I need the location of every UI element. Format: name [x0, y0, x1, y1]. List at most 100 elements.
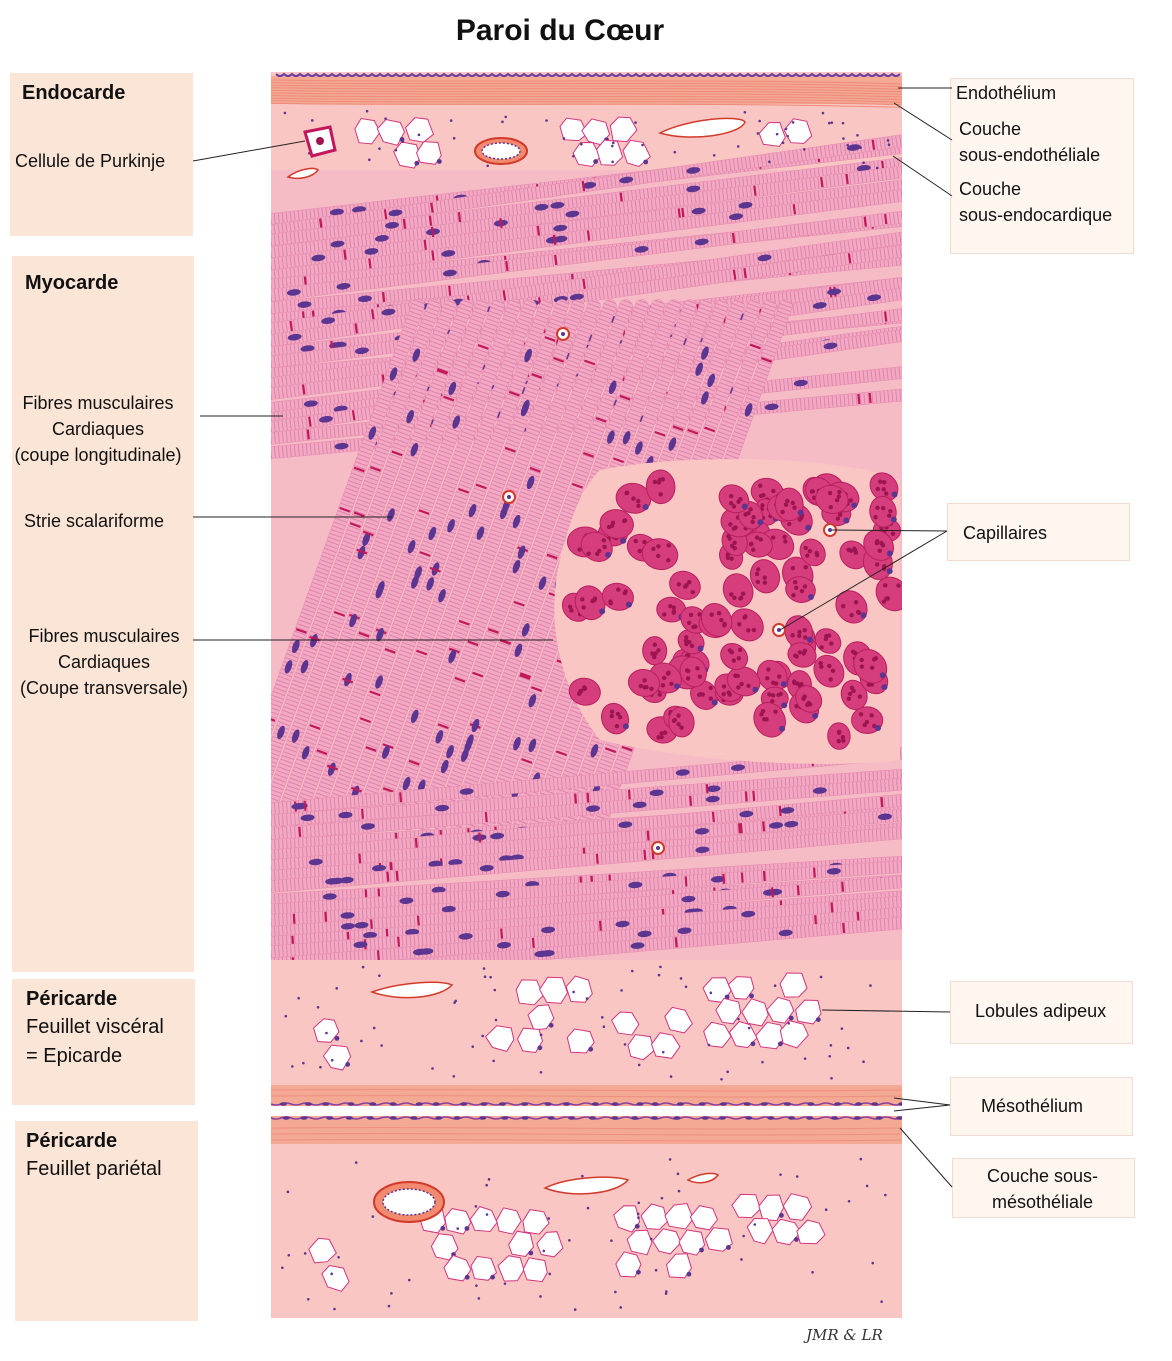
- mesothelial-nucleus: [875, 1116, 883, 1120]
- fiber-nucleus: [375, 585, 384, 599]
- stroma-dot: [758, 119, 761, 123]
- myofibril-dot: [799, 588, 805, 594]
- stroma-dot: [572, 990, 575, 994]
- stroma-dot: [871, 1261, 875, 1265]
- venule: [543, 1176, 630, 1195]
- fiber-nucleus: [784, 820, 799, 828]
- fiber-nucleus: [428, 860, 443, 868]
- collagen-streak: [271, 102, 902, 108]
- myofibril-dot: [794, 704, 799, 709]
- adipocyte: [566, 1028, 595, 1054]
- stroma-dot: [494, 1018, 498, 1022]
- fiber-nucleus: [730, 764, 745, 771]
- myofibril-dot: [727, 536, 732, 541]
- pericarde-parietal-panel: [15, 1121, 198, 1321]
- fiber-nucleus: [448, 649, 457, 664]
- cross-nucleus: [886, 568, 893, 575]
- myofibril-dot: [836, 738, 842, 744]
- stroma-dot: [821, 111, 825, 115]
- endocarde-panel: [10, 73, 193, 236]
- intercalated-disc: [423, 239, 427, 250]
- intercalated-disc: [354, 323, 358, 334]
- intercalated-disc: [339, 506, 351, 513]
- mesothelial-nucleus: [631, 1116, 639, 1120]
- intercalated-disc: [582, 451, 595, 458]
- adipocyte: [665, 1253, 693, 1279]
- myofibril-dot: [797, 517, 802, 522]
- intercalated-disc: [391, 450, 403, 457]
- myofibril-dot: [636, 503, 641, 508]
- cross-nucleus: [605, 551, 612, 558]
- myofibril-dot: [880, 505, 886, 511]
- fiber-nucleus: [426, 577, 435, 591]
- intercalated-disc: [369, 466, 381, 472]
- myofibril-dot: [691, 624, 696, 630]
- stroma-dot: [840, 1027, 844, 1030]
- intercalated-disc: [358, 853, 362, 864]
- fiber-nucleus: [329, 208, 344, 216]
- stroma-dot: [614, 1290, 617, 1294]
- fiber-nucleus: [303, 400, 318, 408]
- stroma-dot: [707, 1043, 711, 1047]
- fiber-nucleus: [649, 789, 664, 797]
- venule: [657, 117, 746, 138]
- fiber-nucleus: [521, 399, 530, 414]
- adipocyte: [782, 1193, 813, 1221]
- myofibril-dot: [765, 676, 770, 681]
- fat-cluster-epicardium: [610, 1006, 693, 1061]
- stroma-dot: [542, 1249, 546, 1253]
- stroma-dot: [761, 1060, 764, 1064]
- fiber-nucleus: [569, 293, 584, 301]
- fiber-nucleus: [387, 508, 395, 522]
- stroma-dot: [630, 969, 634, 973]
- intercalated-disc: [530, 686, 543, 692]
- myofibril-dot: [869, 713, 874, 718]
- mesothelial-nucleus: [767, 1116, 775, 1120]
- cross-nucleus: [781, 702, 788, 709]
- stroma-dot: [372, 1026, 376, 1030]
- intercalated-disc: [760, 357, 773, 363]
- stroma-dot: [669, 1075, 673, 1078]
- fiber-nucleus: [630, 942, 645, 949]
- adipocyte: [650, 1032, 681, 1059]
- intercalated-disc: [731, 232, 736, 244]
- endocardial-collagen: [271, 79, 902, 108]
- fiber-nucleus: [565, 210, 580, 218]
- adipocyte: [779, 1020, 809, 1049]
- collagen-streak: [271, 95, 902, 101]
- fiber-nucleus: [382, 745, 390, 759]
- stroma-dot: [306, 1297, 310, 1301]
- myofibril-dot: [805, 553, 810, 558]
- intercalated-disc: [711, 811, 715, 823]
- stroma-dot: [333, 1307, 336, 1311]
- venule: [686, 1172, 720, 1184]
- adipocyte-nucleus: [778, 1041, 783, 1047]
- fiber-longitudinal: [271, 792, 902, 864]
- myofibril-dot: [601, 538, 607, 543]
- intercalated-disc: [306, 429, 310, 440]
- fiber-nucleus: [301, 746, 310, 760]
- endothelium-label: Endothélium: [956, 83, 1057, 103]
- myofibril-dot: [616, 587, 621, 592]
- stroma-dot: [756, 132, 760, 135]
- adipocyte-nucleus: [414, 160, 420, 166]
- fiber-nucleus: [402, 776, 411, 791]
- myofibril-dot: [883, 583, 888, 588]
- adipocyte: [704, 1227, 733, 1252]
- fiber-nucleus: [846, 144, 861, 151]
- myofibril-dot: [651, 546, 656, 551]
- myofibril-dot: [790, 500, 796, 506]
- sous-endocardique-label: Couche sous-endocardique: [959, 176, 1112, 228]
- fiber-nucleus: [375, 675, 383, 689]
- myofibril-dot: [883, 491, 889, 496]
- stroma-dot: [310, 119, 314, 122]
- intercalated-disc: [531, 372, 543, 379]
- stroma-dot: [795, 1175, 799, 1178]
- fiber-nucleus: [826, 868, 841, 875]
- myofibril-dot: [762, 580, 768, 585]
- cross-nucleus: [806, 636, 813, 643]
- pericarde-visceral-line2: = Epicarde: [26, 1045, 123, 1067]
- intercalated-disc: [289, 320, 294, 332]
- myofibril-dot: [676, 713, 681, 718]
- intercalated-disc: [586, 230, 591, 241]
